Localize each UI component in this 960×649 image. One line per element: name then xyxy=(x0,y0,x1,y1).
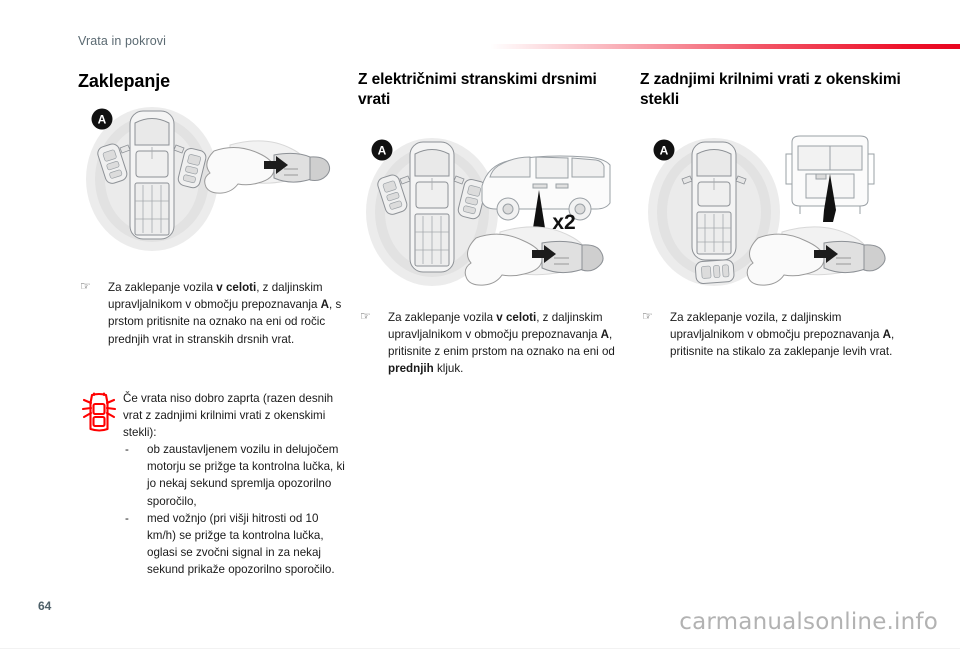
dash-marker-2: - xyxy=(125,511,129,525)
text-p2: , pritisnite na stikalo za zaklepanje le… xyxy=(670,327,895,358)
page-number: 64 xyxy=(38,599,52,613)
hand-bullet-icon: ☞ xyxy=(642,308,653,323)
column-zadnja-krilna-vrata: Z zadnjimi krilnimi vrati z okenskimi st… xyxy=(640,70,908,360)
column-elektricna-drsna-vrata: Z električnimi stranskimi drsnimi vrati xyxy=(358,70,626,377)
figure-zadnja-krilna-vrata: A xyxy=(640,124,908,289)
warning-item-2: - med vožnjo (pri višji hitrosti od 10 k… xyxy=(123,510,346,579)
zone-badge-a: A xyxy=(653,139,675,161)
zone-badge-a: A xyxy=(91,108,113,130)
side-view-van xyxy=(481,155,611,221)
figure-zaklepanje: A xyxy=(78,103,346,253)
text-b1: A xyxy=(882,327,892,341)
open-doors-warning-icon xyxy=(81,392,117,432)
text-b2: A xyxy=(320,298,330,312)
press-arrow-icon xyxy=(532,244,556,263)
column-zaklepanje: Zaklepanje xyxy=(78,70,346,578)
section-title-mid: Z električnimi stranskimi drsnimi vrati xyxy=(358,71,597,108)
illustration-side-view-and-hand-x2: x2 A xyxy=(366,137,611,286)
watermark: carmanualsonline.info xyxy=(679,609,938,635)
svg-text:A: A xyxy=(660,143,669,157)
key-fob-right xyxy=(177,148,207,189)
paragraph-zaklepanje: ☞ Za zaklepanje vozila v celoti, z dalji… xyxy=(78,279,346,348)
illustration-rear-view-and-hand: A xyxy=(648,135,886,286)
illustration-top-view-and-hand: A xyxy=(86,107,331,252)
pointer-arrow-icon xyxy=(823,173,836,222)
text-p2: , z daljinskim upravljalnikom v območju … xyxy=(388,310,603,341)
page-header: Vrata in pokrovi xyxy=(0,0,960,56)
text-b3: prednjih xyxy=(388,362,434,376)
text-p3: , s prstom pritisnite na oznako na eni o… xyxy=(108,298,342,346)
hand-bullet-icon: ☞ xyxy=(360,308,371,323)
text-p3: , pritisnite z enim prstom na oznako na … xyxy=(388,327,615,358)
press-arrow-icon xyxy=(814,244,838,263)
hand-pressing-handle xyxy=(464,226,604,286)
warning-block: Če vrata niso dobro zaprta (razen desnih… xyxy=(78,390,346,579)
svg-text:A: A xyxy=(378,143,387,157)
header-red-rule xyxy=(490,44,960,49)
section-title-right: Z zadnjimi krilnimi vrati z okenskimi st… xyxy=(640,71,901,108)
warning-item-2-text: med vožnjo (pri višji hitrosti od 10 km/… xyxy=(147,511,335,577)
key-fob-left xyxy=(377,174,408,215)
hand-pressing-handle xyxy=(204,140,331,194)
text-p1: Za zaklepanje vozila xyxy=(388,310,497,324)
paragraph-zadnja-krilna-vrata: ☞ Za zaklepanje vozila, z daljinskim upr… xyxy=(640,309,908,360)
paragraph-elektricna-drsna-vrata: ☞ Za zaklepanje vozila v celoti, z dalji… xyxy=(358,309,626,378)
key-fob-right xyxy=(457,178,487,219)
text-p2: , z daljinskim upravljalnikom v območju … xyxy=(108,281,323,312)
text-p1: Za zaklepanje vozila xyxy=(108,281,217,295)
warning-intro: Če vrata niso dobro zaprta (razen desnih… xyxy=(123,391,334,439)
text-b2: A xyxy=(600,327,610,341)
text-b1: v celoti xyxy=(216,281,257,295)
warning-item-1-text: ob zaustavljenem vozilu in delujočem mot… xyxy=(147,443,345,508)
multiplier-label: x2 xyxy=(552,211,575,234)
warning-item-1: - ob zaustavljenem vozilu in delujočem m… xyxy=(123,441,346,510)
dash-marker-1: - xyxy=(125,443,129,457)
text-b1: v celoti xyxy=(496,310,537,324)
breadcrumb: Vrata in pokrovi xyxy=(78,34,166,48)
press-arrow-icon xyxy=(264,156,288,175)
text-p1: Za zaklepanje vozila, z daljinskim uprav… xyxy=(670,310,883,341)
figure-elektricna-drsna-vrata: x2 A xyxy=(358,124,626,289)
key-fob-rear xyxy=(694,258,735,284)
svg-text:A: A xyxy=(98,113,107,127)
page-title: Zaklepanje xyxy=(78,71,171,91)
hand-bullet-icon: ☞ xyxy=(80,279,91,294)
rear-view-van xyxy=(785,135,875,214)
hand-pressing-handle xyxy=(746,226,886,286)
text-p4: kljuk. xyxy=(433,362,464,376)
key-fob-left xyxy=(97,143,128,184)
zone-badge-a: A xyxy=(371,139,393,161)
